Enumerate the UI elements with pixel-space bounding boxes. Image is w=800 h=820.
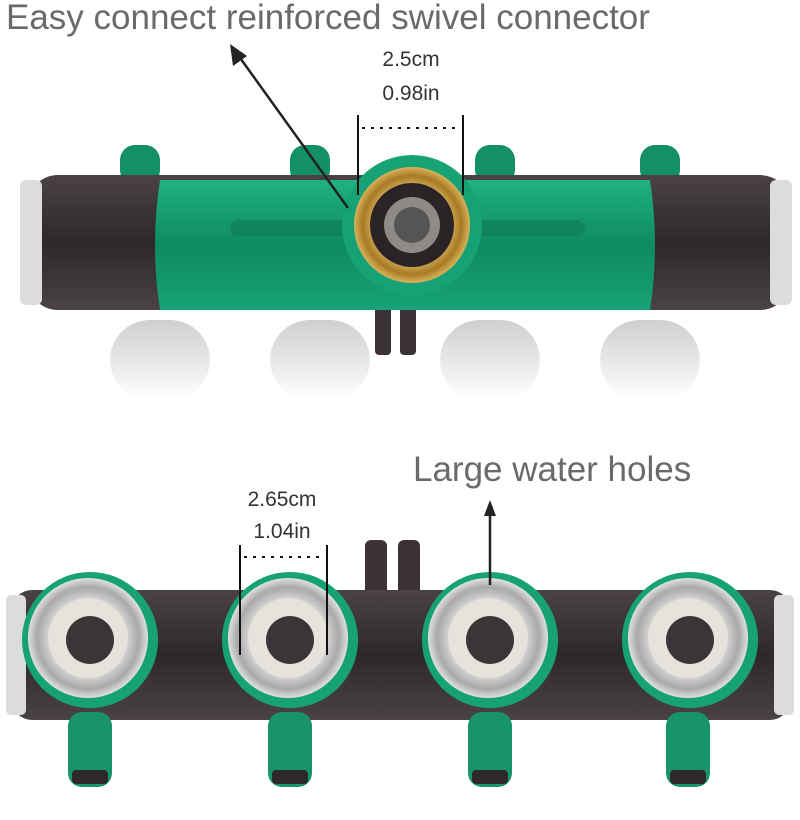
top-dimension-marker bbox=[357, 115, 464, 195]
water-hole-fittings bbox=[22, 572, 758, 708]
bottom-dimension-cm: 2.65cm bbox=[247, 488, 317, 511]
water-hole-1 bbox=[22, 572, 158, 708]
bottom-dimension-in: 1.04in bbox=[253, 520, 311, 543]
bottom-dimension-marker bbox=[239, 545, 328, 655]
water-hole-2 bbox=[222, 572, 358, 708]
top-reflection bbox=[110, 320, 700, 400]
swivel-connector bbox=[342, 155, 482, 295]
top-caption: Easy connect reinforced swivel connector bbox=[6, 0, 650, 37]
water-hole-4 bbox=[622, 572, 758, 708]
top-dimension-cm: 2.5cm bbox=[382, 48, 440, 71]
top-dimension-in: 0.98in bbox=[382, 82, 440, 105]
connector-arrow bbox=[230, 44, 350, 209]
bottom-valve-nozzles bbox=[68, 712, 710, 787]
top-manifold bbox=[20, 145, 792, 400]
water-hole-3 bbox=[422, 572, 558, 708]
bottom-caption: Large water holes bbox=[413, 450, 692, 489]
water-holes-arrow bbox=[484, 500, 496, 585]
bottom-manifold bbox=[6, 540, 794, 787]
